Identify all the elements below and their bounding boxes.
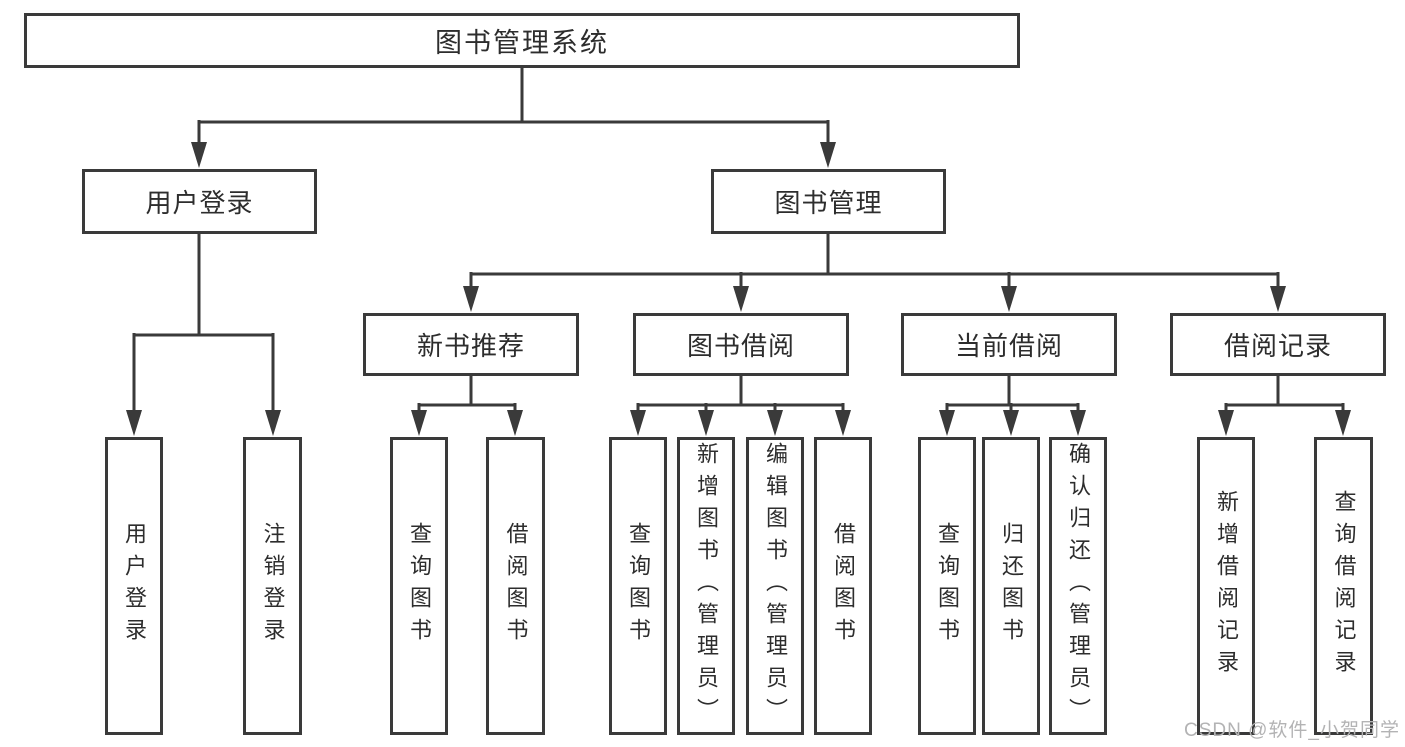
node-book-borrowing-label: 图书借阅 bbox=[686, 331, 795, 361]
leaf-borrow-books-borrowing-label: 借阅图书 bbox=[831, 522, 856, 650]
node-root: 图书管理系统 bbox=[24, 13, 1020, 68]
leaf-borrow-books-recommend: 借阅图书 bbox=[486, 437, 545, 735]
leaf-query-books-recommend: 查询图书 bbox=[390, 437, 448, 735]
leaf-query-books-borrowing: 查询图书 bbox=[609, 437, 667, 735]
leaf-confirm-return-admin: 确认归还（管理员） bbox=[1049, 437, 1107, 735]
node-new-book-recommendation-label: 新书推荐 bbox=[416, 331, 525, 361]
node-new-book-recommendation: 新书推荐 bbox=[363, 313, 579, 376]
leaf-confirm-return-admin-label: 确认归还（管理员） bbox=[1066, 442, 1091, 730]
node-book-management: 图书管理 bbox=[711, 169, 946, 234]
node-root-label: 图书管理系统 bbox=[435, 28, 609, 58]
leaf-user-login-label: 用户登录 bbox=[122, 522, 147, 650]
node-book-management-label: 图书管理 bbox=[774, 188, 883, 218]
leaf-query-books-current-label: 查询图书 bbox=[935, 522, 960, 650]
leaf-query-borrow-record: 查询借阅记录 bbox=[1314, 437, 1373, 735]
leaf-edit-book-admin: 编辑图书（管理员） bbox=[746, 437, 804, 735]
leaf-borrow-books-recommend-label: 借阅图书 bbox=[503, 522, 529, 650]
node-user-login: 用户登录 bbox=[82, 169, 317, 234]
leaf-add-borrow-record: 新增借阅记录 bbox=[1197, 437, 1255, 735]
leaf-add-book-admin-label: 新增图书（管理员） bbox=[694, 442, 719, 730]
node-book-borrowing: 图书借阅 bbox=[633, 313, 849, 376]
leaf-user-login: 用户登录 bbox=[105, 437, 163, 735]
leaf-logout-label: 注销登录 bbox=[260, 522, 286, 650]
leaf-return-book: 归还图书 bbox=[982, 437, 1040, 735]
leaf-edit-book-admin-label: 编辑图书（管理员） bbox=[763, 442, 788, 730]
leaf-query-books-current: 查询图书 bbox=[918, 437, 976, 735]
leaf-borrow-books-borrowing: 借阅图书 bbox=[814, 437, 872, 735]
leaf-add-borrow-record-label: 新增借阅记录 bbox=[1214, 490, 1239, 682]
leaf-query-borrow-record-label: 查询借阅记录 bbox=[1331, 490, 1357, 682]
node-user-login-label: 用户登录 bbox=[145, 188, 254, 218]
leaf-query-books-borrowing-label: 查询图书 bbox=[626, 522, 651, 650]
node-borrowing-records: 借阅记录 bbox=[1170, 313, 1386, 376]
leaf-logout: 注销登录 bbox=[243, 437, 302, 735]
leaf-add-book-admin: 新增图书（管理员） bbox=[677, 437, 735, 735]
node-borrowing-records-label: 借阅记录 bbox=[1223, 331, 1332, 361]
node-current-borrowing: 当前借阅 bbox=[901, 313, 1117, 376]
node-current-borrowing-label: 当前借阅 bbox=[954, 331, 1063, 361]
arrowheads bbox=[126, 142, 1351, 436]
leaf-query-books-recommend-label: 查询图书 bbox=[407, 522, 432, 650]
watermark-text: CSDN @软件_小贺同学 bbox=[1184, 720, 1400, 741]
leaf-return-book-label: 归还图书 bbox=[999, 522, 1024, 650]
